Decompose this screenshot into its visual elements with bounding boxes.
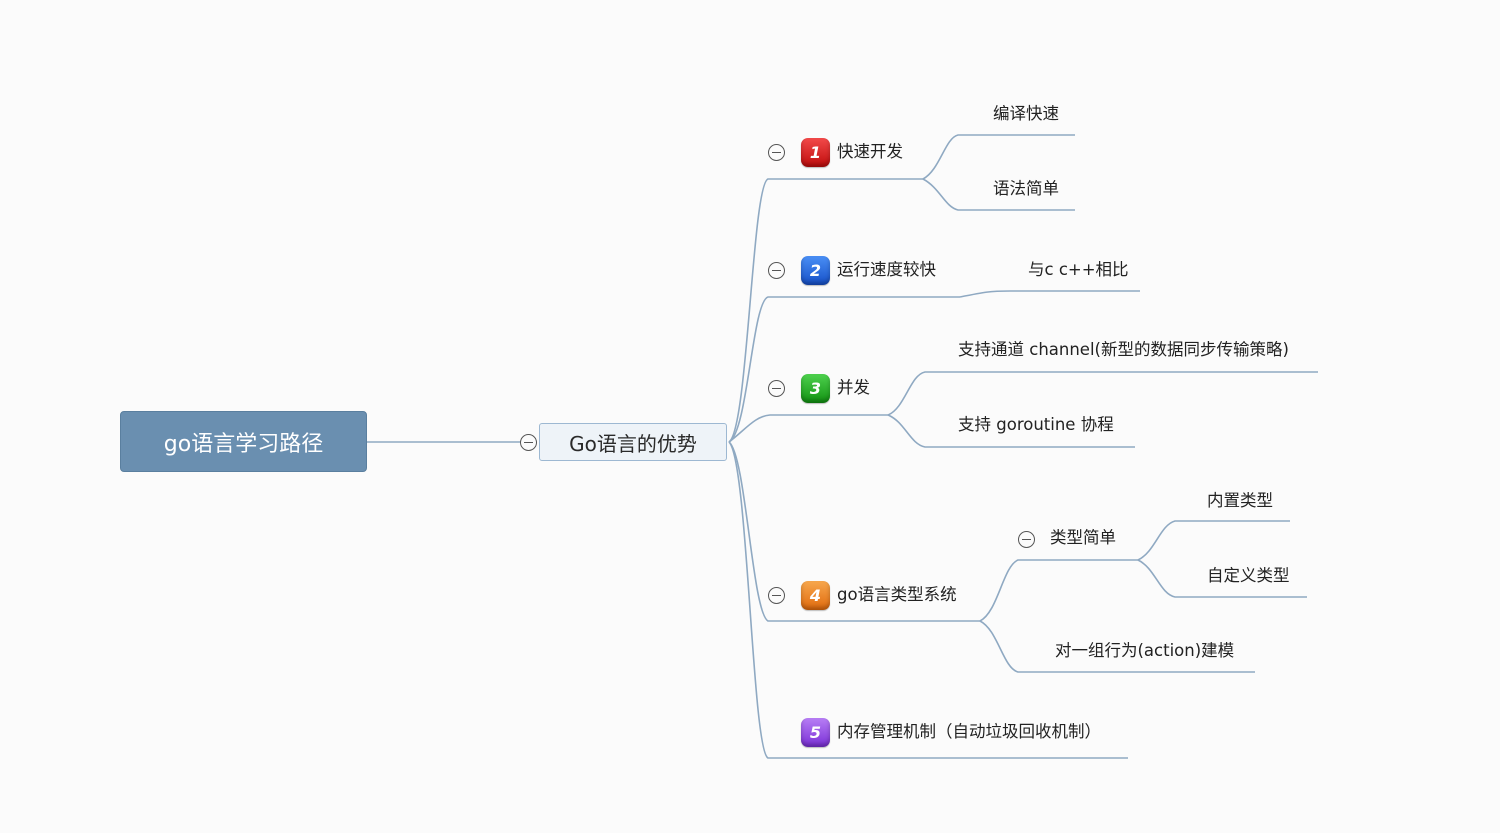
collapse-subtopic-button[interactable]	[1018, 531, 1035, 548]
collapse-branch-2-button[interactable]	[768, 262, 785, 279]
connector-4-sub	[979, 559, 1138, 622]
branch-1-child-1[interactable]: 编译快速	[993, 104, 1059, 123]
branch-3-label[interactable]: 并发	[837, 378, 870, 397]
priority-2-icon: 2	[801, 256, 830, 285]
connector-4-2	[979, 620, 1255, 673]
connector-3-1	[887, 371, 1318, 416]
branch-4-subtopic-label[interactable]: 类型简单	[1050, 528, 1116, 547]
collapse-branch-4-button[interactable]	[768, 587, 785, 604]
connector-2-1	[959, 290, 1140, 298]
branch-1-label[interactable]: 快速开发	[837, 142, 903, 161]
collapse-branch-1-button[interactable]	[768, 144, 785, 161]
center-topic[interactable]: Go语言的优势	[539, 423, 727, 461]
root-topic[interactable]: go语言学习路径	[120, 411, 367, 472]
connector-branch-4	[728, 441, 980, 622]
center-topic-label: Go语言的优势	[569, 431, 697, 456]
priority-1-icon: 1	[801, 138, 830, 167]
connector-branch-3	[728, 414, 888, 443]
branch-1-child-2[interactable]: 语法简单	[993, 179, 1059, 198]
connector-sub-1	[1137, 520, 1290, 561]
collapse-center-button[interactable]	[520, 434, 537, 451]
branch-5-label[interactable]: 内存管理机制（自动垃圾回收机制）	[837, 722, 1101, 741]
branch-3-child-1[interactable]: 支持通道 channel(新型的数据同步传输策略)	[958, 340, 1289, 359]
branch-4-label[interactable]: go语言类型系统	[837, 585, 957, 604]
connector-1-2	[922, 178, 1075, 211]
connector-branch-2	[728, 296, 960, 443]
priority-5-icon: 5	[801, 718, 830, 747]
subtopic-child-2[interactable]: 自定义类型	[1207, 566, 1290, 585]
branch-2-label[interactable]: 运行速度较快	[837, 260, 936, 279]
connector-sub-2	[1137, 559, 1307, 598]
connector-branch-5	[728, 441, 1128, 759]
connector-1-1	[922, 134, 1075, 180]
priority-4-icon: 4	[801, 581, 830, 610]
branch-4-child-1[interactable]: 对一组行为(action)建模	[1055, 641, 1235, 660]
subtopic-child-1[interactable]: 内置类型	[1207, 491, 1273, 510]
branch-3-child-2[interactable]: 支持 goroutine 协程	[958, 415, 1114, 434]
root-topic-label: go语言学习路径	[163, 431, 324, 457]
priority-3-icon: 3	[801, 374, 830, 403]
branch-2-child-1[interactable]: 与c c++相比	[1028, 260, 1129, 279]
connector-3-2	[887, 414, 1135, 448]
connector-branch-1	[728, 178, 923, 443]
collapse-branch-3-button[interactable]	[768, 380, 785, 397]
